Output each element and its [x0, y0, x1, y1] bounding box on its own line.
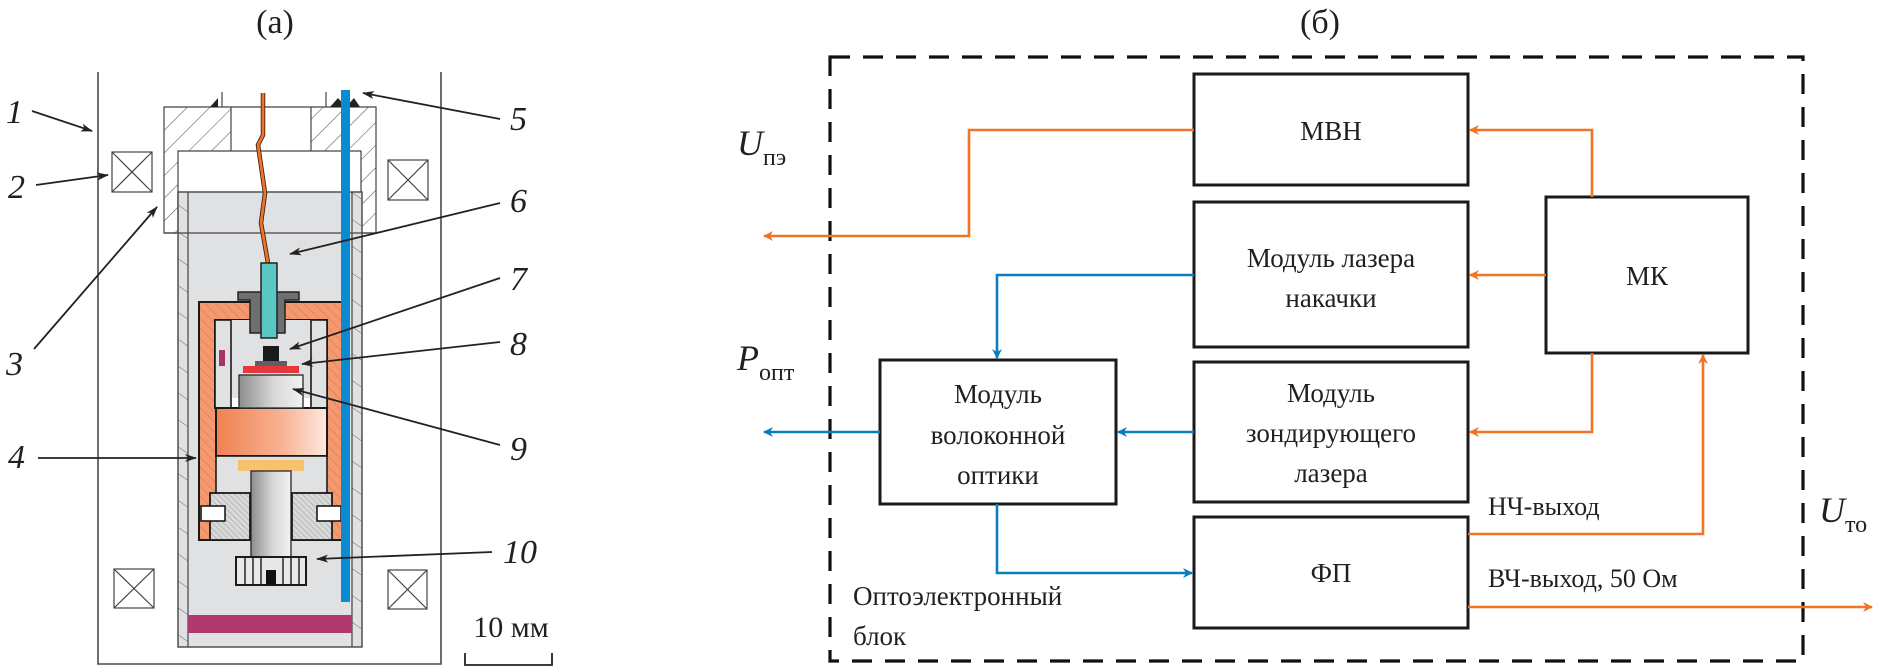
block-mk-label: МК	[1626, 261, 1669, 291]
coil-top-right	[387, 159, 429, 201]
optoelectronic-block-enclosure	[828, 55, 1805, 663]
block-mvn	[1192, 72, 1470, 187]
link-pump-to-fiber	[992, 273, 1194, 359]
block-probe-laser-line1: Модуль	[1287, 378, 1375, 408]
link-lf-to-mk	[1468, 354, 1708, 536]
coil-bottom-right	[387, 569, 428, 610]
hf-output-label: ВЧ-выход, 50 Ом	[1488, 564, 1678, 593]
scale-bar	[464, 653, 553, 666]
optical-links	[763, 273, 1194, 578]
coil-top-left	[111, 151, 153, 193]
label-5: 5	[510, 101, 527, 138]
label-9: 9	[510, 431, 527, 468]
label-3: 3	[5, 346, 23, 383]
spacer	[255, 361, 287, 366]
block-fiber-optics	[878, 358, 1118, 506]
block-probe-laser-line2: зондирующего	[1246, 418, 1416, 448]
label-8: 8	[510, 326, 527, 363]
block-fiber-optics-line3: оптики	[957, 460, 1039, 490]
outer-tube	[97, 72, 442, 665]
heater-strip	[188, 615, 352, 633]
block-mvn-label: МВН	[1300, 116, 1362, 146]
panel-b: (б) МВН Модуль лазера накачки МК Модуль …	[736, 4, 1873, 663]
label-4: 4	[8, 439, 25, 476]
block-fiber-optics-line2: волоконной	[931, 420, 1066, 450]
block-fp	[1192, 515, 1470, 630]
shaft	[250, 470, 292, 559]
signal-p-opt-main: P	[736, 338, 759, 378]
link-mk-to-mvn	[1469, 125, 1594, 197]
link-mk-to-probe	[1469, 353, 1594, 437]
signal-u-pe-sub: пэ	[763, 145, 786, 171]
enclosure-label-line2: блок	[853, 621, 907, 651]
scale-bar-label: 10 мм	[473, 611, 548, 644]
optical-fiber	[341, 90, 350, 602]
yellow-spacer	[238, 460, 304, 471]
label-1: 1	[6, 94, 23, 131]
panel-a-title: (a)	[256, 4, 294, 41]
block-pump-laser	[1192, 200, 1470, 349]
block-pump-laser-line1: Модуль лазера	[1247, 243, 1415, 273]
signal-p-opt: Pопт	[736, 338, 795, 386]
adjustment-knob	[235, 556, 307, 586]
block-probe-laser-line3: лазера	[1294, 458, 1368, 488]
block-fiber-optics-line1: Модуль	[954, 379, 1042, 409]
link-fiber-to-fp	[995, 504, 1193, 578]
fiber-connector	[237, 262, 300, 339]
block-fp-label: ФП	[1311, 558, 1352, 588]
holder-cylinder	[238, 374, 304, 409]
signal-u-pe-main: U	[737, 123, 765, 163]
signal-u-to-sub: то	[1845, 512, 1867, 538]
label-10: 10	[503, 534, 537, 571]
signal-u-pe: Uпэ	[737, 123, 786, 171]
panel-a: (a)	[5, 4, 553, 666]
signal-p-opt-sub: опт	[759, 360, 795, 386]
panel-b-title: (б)	[1300, 4, 1340, 41]
signal-u-to: Uто	[1819, 490, 1867, 538]
sample	[243, 366, 299, 373]
label-2: 2	[8, 169, 25, 206]
label-7: 7	[510, 261, 529, 298]
leader-lines	[31, 91, 501, 563]
sensor-element	[263, 346, 279, 361]
coil-bottom-left	[113, 568, 155, 609]
link-mvn-to-upe	[763, 128, 1194, 241]
signal-u-to-main: U	[1819, 490, 1847, 530]
lf-output-label: НЧ-выход	[1488, 492, 1600, 521]
enclosure-label-line1: Оптоэлектронный	[853, 581, 1062, 611]
electrical-links	[763, 125, 1873, 612]
block-pump-laser-line2: накачки	[1285, 283, 1376, 313]
label-6: 6	[510, 183, 527, 220]
